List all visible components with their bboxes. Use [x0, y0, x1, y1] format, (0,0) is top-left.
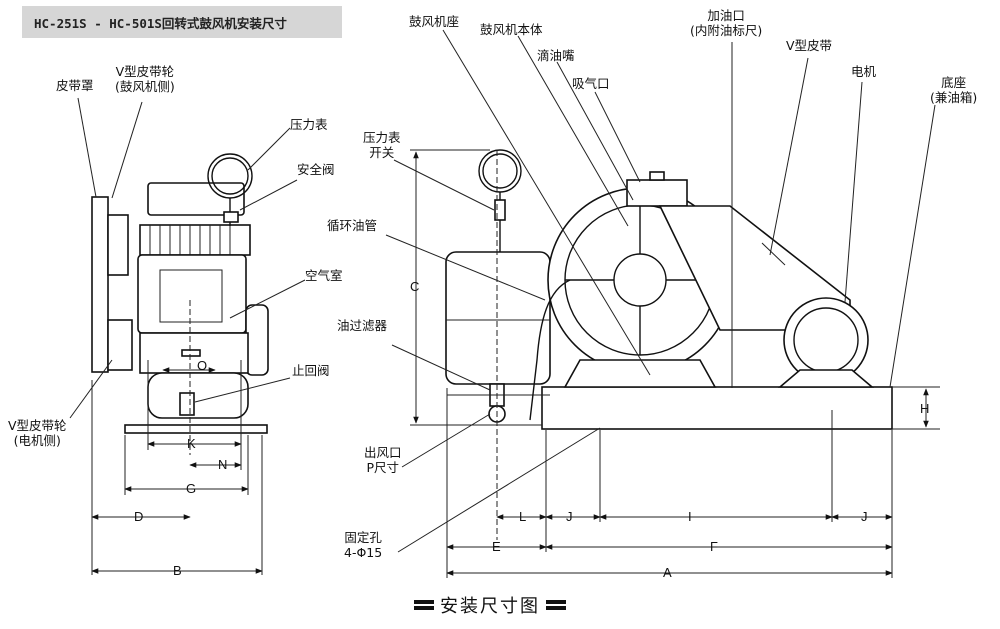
dim-F: F [710, 539, 718, 554]
label-v-belt: V型皮带 [786, 38, 833, 53]
label-safety-valve: 安全阀 [297, 162, 335, 177]
caption-bar-right [546, 600, 566, 610]
base-oil-tank [541, 386, 893, 430]
caption-text: 安装尺寸图 [440, 596, 540, 617]
air-chamber [137, 254, 247, 334]
dim-H: H [920, 401, 930, 416]
label-blower-body: 鼓风机本体 [480, 22, 543, 37]
oil-fill-box [626, 179, 688, 207]
label-oil-fill-line1: 加油口 [707, 8, 745, 23]
label-belt-cover: 皮带罩 [56, 78, 94, 93]
dim-E: E [492, 539, 501, 554]
check-valve-body [179, 392, 195, 416]
side-leaders [69, 97, 306, 419]
dim-K: K [187, 436, 196, 451]
label-gauge-switch-line2: 开关 [369, 145, 395, 160]
dim-G: G [186, 481, 197, 496]
side-view [91, 153, 269, 455]
side-dimensions [91, 360, 263, 575]
lower-body [139, 332, 249, 374]
dim-J-left: J [566, 509, 573, 524]
title-bar [22, 6, 342, 38]
front-view [445, 149, 893, 540]
dim-L: L [519, 509, 527, 524]
front-dimensions [410, 149, 940, 578]
label-base: 底座 (兼油箱) [930, 75, 977, 105]
v-pulley-motor [107, 319, 133, 371]
label-oil-fill: 加油口 (内附油标尺) [690, 8, 762, 38]
label-check-valve: 止回阀 [292, 363, 330, 378]
blower-base [563, 359, 717, 388]
safety-valve-body [223, 211, 239, 223]
label-oil-drip: 滴油嘴 [537, 48, 575, 63]
label-pressure-gauge-left: 压力表 [290, 117, 328, 132]
label-outlet-line1: 出风口 [364, 445, 402, 460]
o-window [181, 349, 201, 357]
label-v-pulley-blower: V型皮带轮 (鼓风机侧) [115, 64, 175, 94]
dim-C: C [410, 279, 420, 294]
front-air-chamber [445, 251, 551, 385]
caption-bar-left [414, 600, 434, 610]
label-v-pulley-blower-line1: V型皮带轮 [115, 64, 175, 79]
v-pulley-blower [107, 214, 129, 276]
label-fixing-hole-line1: 固定孔 [344, 530, 382, 545]
dim-J-right: J [861, 509, 868, 524]
label-v-pulley-motor-line2: (电机侧) [13, 433, 61, 448]
label-v-pulley-blower-line2: (鼓风机侧) [115, 79, 175, 94]
label-v-pulley-motor-line1: V型皮带轮 [8, 418, 67, 433]
label-air-chamber: 空气室 [305, 268, 343, 283]
motor-base [777, 369, 875, 388]
side-base [124, 424, 268, 434]
label-oil-filter: 油过滤器 [337, 318, 388, 333]
pressure-gauge-front [478, 149, 522, 193]
label-outlet: 出风口 P尺寸 [364, 445, 402, 475]
caption: 安装尺寸图 [400, 590, 580, 620]
label-fixing-hole-line2: 4-Φ15 [344, 545, 383, 560]
label-motor: 电机 [851, 64, 877, 79]
dim-B: B [173, 563, 182, 578]
label-base-line1: 底座 [941, 75, 967, 90]
dim-I: I [688, 509, 692, 524]
dim-N: N [218, 457, 228, 472]
air-chamber-panel [159, 269, 223, 323]
label-oil-fill-line2: (内附油标尺) [690, 23, 763, 38]
label-fixing-hole: 固定孔 4-Φ15 [344, 530, 382, 560]
dim-O: O [197, 358, 208, 373]
dim-A: A [663, 565, 672, 580]
oil-circulation-pipe [529, 279, 571, 421]
drawing-title: HC-251S - HC-501S回转式鼓风机安装尺寸 [34, 16, 287, 31]
label-base-line2: (兼油箱) [930, 90, 978, 105]
label-gauge-switch-line1: 压力表 [363, 130, 401, 145]
side-housing [245, 304, 269, 376]
label-air-inlet: 吸气口 [572, 76, 610, 91]
belt-cover [91, 196, 109, 373]
blower-casing [147, 372, 249, 419]
label-outlet-line2: P尺寸 [366, 460, 400, 475]
label-gauge-switch: 压力表 开关 [363, 130, 401, 160]
label-oil-circ-pipe: 循环油管 [327, 218, 378, 233]
gauge-switch [494, 199, 506, 221]
fin-block [139, 224, 251, 256]
dim-D: D [134, 509, 144, 524]
label-v-pulley-motor: V型皮带轮 (电机侧) [8, 418, 67, 448]
label-blower-base: 鼓风机座 [409, 14, 460, 29]
front-leaders [385, 29, 936, 553]
